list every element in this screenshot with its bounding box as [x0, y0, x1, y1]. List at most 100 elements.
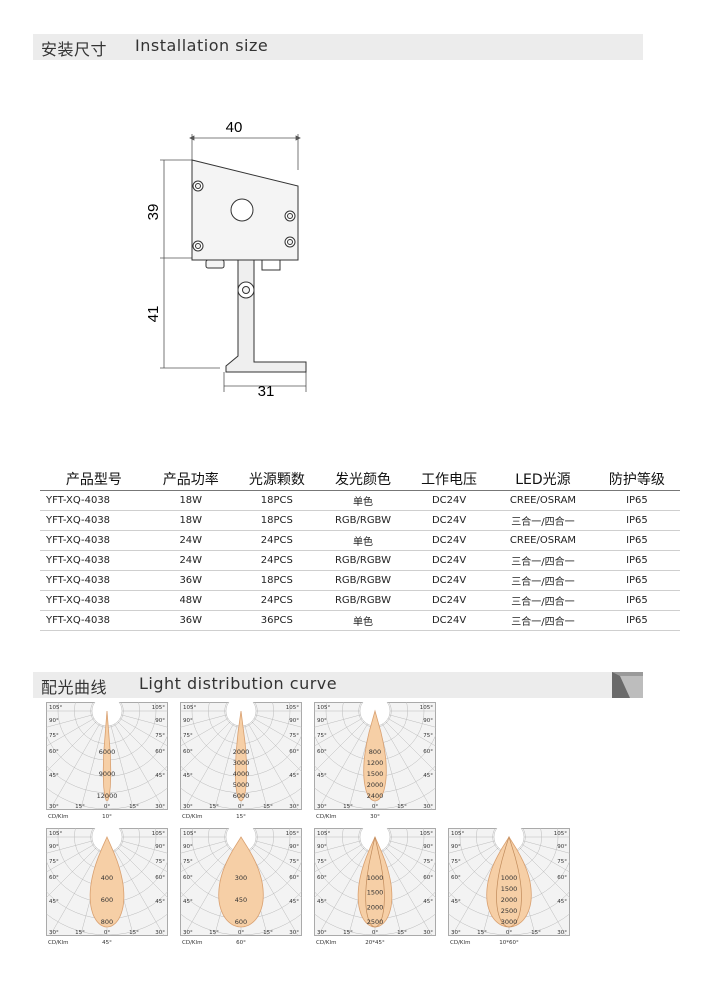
beam-lobe-secondary [496, 835, 522, 928]
curves-title-cn: 配光曲线 [41, 678, 108, 697]
angle-label: 90° [289, 844, 299, 850]
cell-model: YFT-XQ-4038 [40, 610, 148, 631]
cell-led-source: 三合一/四合一 [492, 510, 594, 531]
beam-lobe [363, 709, 387, 802]
table-row: YFT-XQ-4038 36W 36PCS 单色 DC24V 三合一/四合一 I… [40, 610, 680, 631]
angle-label: 30° [423, 804, 433, 810]
installation-title-en: Installation size [135, 36, 269, 55]
angle-label: 30° [423, 930, 433, 936]
cell-model: YFT-XQ-4038 [40, 590, 148, 611]
angle-label: 45° [423, 773, 433, 779]
corner-decoration-icon [612, 672, 643, 698]
polar-chart: 20003000400050006000105°105°90°90°75°75°… [180, 702, 302, 820]
grid-spoke [49, 710, 108, 810]
angle-label: 105° [183, 705, 196, 711]
cell-ip-rating: IP65 [593, 550, 680, 571]
cell-led-source: CREE/OSRAM [492, 530, 594, 551]
grid-spoke [374, 836, 436, 854]
cell-ip-rating: IP65 [593, 570, 680, 591]
cell-power: 24W [147, 530, 234, 551]
angle-label: 60° [317, 749, 327, 755]
angle-label: 15° [263, 930, 273, 936]
dim-bottom: 31 [258, 383, 275, 400]
header-color: 发光颜色 [319, 468, 407, 491]
cell-led-count: 24PCS [233, 550, 320, 571]
polar-chart: 400600800105°105°90°90°75°75°60°60°45°45… [46, 828, 168, 946]
grid-spoke [448, 836, 510, 899]
header-ip-rating: 防护等级 [593, 468, 680, 491]
grid-spoke [46, 710, 108, 728]
cell-power: 18W [147, 510, 234, 531]
angle-label: 15° [75, 930, 85, 936]
grid-spoke [374, 710, 433, 810]
light-distribution-header: 配光曲线 Light distribution curve [33, 672, 643, 698]
angle-label: 0° [104, 930, 110, 936]
cell-led-source: 三合一/四合一 [492, 590, 594, 611]
angle-label: 105° [152, 705, 165, 711]
angle-label: 15° [209, 930, 219, 936]
angle-label: 15° [397, 930, 407, 936]
ring-label: 1000 [501, 874, 518, 882]
angle-label: 75° [317, 733, 327, 739]
cell-power: 18W [147, 490, 234, 511]
angle-label: 30° [557, 930, 567, 936]
cell-led-source: CREE/OSRAM [492, 490, 594, 511]
angle-label: 45° [317, 773, 327, 779]
grid-spoke [106, 836, 165, 936]
table-row: YFT-XQ-4038 48W 24PCS RGB/RGBW DC24V 三合一… [40, 590, 680, 611]
cell-led-count: 18PCS [233, 490, 320, 511]
ring-label: 2400 [367, 792, 384, 800]
angle-label: 105° [49, 831, 62, 837]
angle-label: 90° [49, 844, 59, 850]
angle-label: 45° [49, 899, 59, 905]
beam-lobe [102, 710, 112, 801]
angle-label: 105° [286, 705, 299, 711]
cell-ip-rating: IP65 [593, 490, 680, 511]
grid-spoke [180, 836, 242, 854]
ring-label: 2000 [367, 781, 384, 789]
grid-spoke [240, 836, 302, 899]
ring-label: 450 [235, 896, 247, 904]
header-led-count: 光源颗数 [233, 468, 320, 491]
angle-label: 60° [183, 749, 193, 755]
grid-spoke [314, 710, 376, 728]
ring-label: 1000 [367, 874, 384, 882]
header-power: 产品功率 [147, 468, 234, 491]
unit-label: CD/Klm [182, 940, 202, 946]
grid-spoke [314, 710, 376, 747]
angle-label: 75° [49, 733, 59, 739]
angle-label: 105° [451, 831, 464, 837]
polar-chart: 8001200150020002400105°105°90°90°75°75°6… [314, 702, 436, 820]
angle-label: 90° [451, 844, 461, 850]
grid-spoke [214, 710, 242, 810]
cell-voltage: DC24V [406, 490, 493, 511]
angle-label: 45° [183, 773, 193, 779]
angle-label: 75° [289, 733, 299, 739]
grid-spoke [314, 836, 376, 873]
angle-label: 105° [49, 705, 62, 711]
polar-chart: 300450600105°105°90°90°75°75°60°60°45°45… [180, 828, 302, 946]
cell-power: 36W [147, 570, 234, 591]
cell-voltage: DC24V [406, 570, 493, 591]
cell-ip-rating: IP65 [593, 610, 680, 631]
cell-led-count: 36PCS [233, 610, 320, 631]
grid-spoke [240, 710, 302, 728]
dim-upper-height: 39 [145, 204, 162, 221]
beam-lobe-secondary [365, 836, 385, 928]
ring-label: 5000 [233, 781, 250, 789]
beam-lobe [89, 836, 125, 928]
angle-label: 90° [423, 718, 433, 724]
grid-spoke [46, 710, 108, 773]
cell-color: RGB/RGBW [319, 590, 407, 611]
table-row: YFT-XQ-4038 36W 18PCS RGB/RGBW DC24V 三合一… [40, 570, 680, 591]
ring-label: 2000 [367, 903, 384, 911]
grid-spoke [240, 710, 302, 747]
angle-label: 15° [129, 930, 139, 936]
angle-label: 0° [104, 804, 110, 810]
angle-label: 15° [263, 804, 273, 810]
ring-label: 4000 [233, 770, 250, 778]
ring-label: 2000 [233, 748, 250, 756]
angle-label: 0° [238, 930, 244, 936]
ring-label: 600 [235, 918, 247, 926]
angle-label: 30° [155, 804, 165, 810]
